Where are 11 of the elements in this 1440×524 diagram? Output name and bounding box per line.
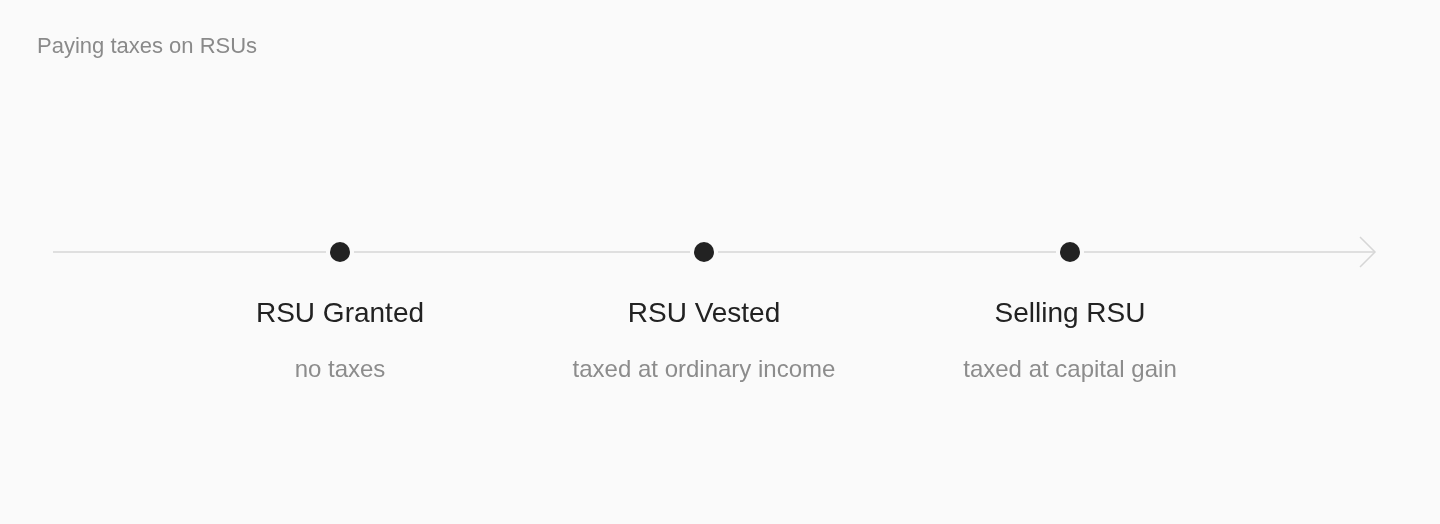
timeline-arrow: [1083, 236, 1376, 268]
milestone-title: RSU Vested: [627, 296, 781, 330]
milestone-description: taxed at ordinary income: [572, 354, 836, 384]
milestone-dot: [330, 242, 350, 262]
milestone-description: no taxes: [294, 354, 386, 384]
diagram-title: Paying taxes on RSUs: [37, 32, 258, 60]
milestone-dot: [1060, 242, 1080, 262]
milestone-title: Selling RSU: [994, 296, 1146, 330]
milestone-description: taxed at capital gain: [963, 354, 1177, 384]
milestone-title: RSU Granted: [255, 296, 425, 330]
milestone-dot: [694, 242, 714, 262]
